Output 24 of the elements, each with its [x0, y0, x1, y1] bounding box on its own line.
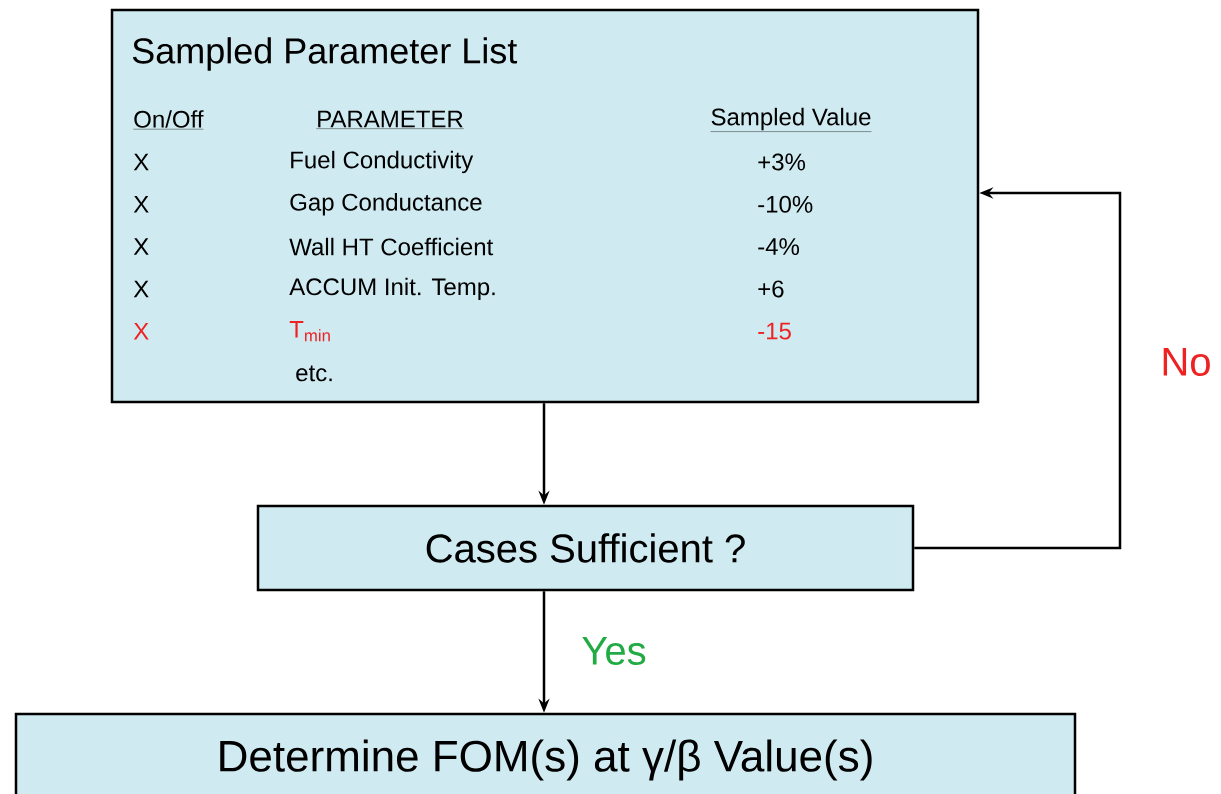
- table-cell: X: [133, 196, 149, 213]
- table-cell: T$_{min}$: [289, 321, 330, 342]
- table-note: etc.: [296, 365, 332, 382]
- process-box: Determine FOM(s) at γ/β Value(s): [14, 712, 1077, 794]
- table-cell: -4%: [758, 238, 799, 255]
- table-cell: X: [133, 153, 149, 171]
- edge-label: Yes: [579, 635, 649, 667]
- box-title: Sampled Parameter List: [132, 37, 518, 71]
- table-cell: X: [133, 280, 149, 298]
- table-cell: X: [133, 238, 149, 255]
- table-header: On/Off: [133, 110, 204, 130]
- table-cell: +6: [758, 280, 784, 298]
- table-cell: X: [133, 322, 149, 340]
- table-cell: -15: [758, 322, 791, 340]
- table-header: Sampled Value: [710, 107, 872, 132]
- table-cell: +3%: [758, 153, 806, 171]
- table-cell: Gap Conductance: [290, 193, 482, 216]
- table-cell: Fuel Conductivity: [291, 150, 474, 174]
- table-cell: ACCUM Init. Temp.: [289, 277, 495, 301]
- table-cell: Wall HT Coefficient: [289, 237, 494, 256]
- edge-label: No: [1158, 346, 1214, 378]
- process-box: Cases Sufficient ?: [256, 504, 915, 592]
- table-header: PARAMETER: [316, 110, 464, 129]
- table-cell: -10%: [758, 195, 813, 213]
